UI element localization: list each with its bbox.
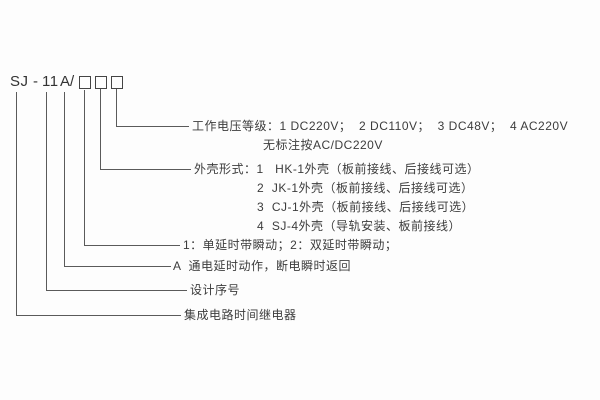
label-case-option-1: 外壳形式：1 HK-1外壳（板前接线、后接线可选）: [194, 162, 480, 176]
connector-product-line: [16, 92, 181, 316]
model-placeholder-box-1: [79, 76, 91, 89]
model-dash: -: [33, 73, 39, 90]
label-action-mode: A 通电延时动作，断电瞬时返回: [173, 259, 352, 273]
model-slash: /: [70, 73, 75, 90]
label-design-serial: 设计序号: [190, 283, 241, 297]
connector-voltage-line: [116, 89, 189, 127]
label-case-option-2: 2 JK-1外壳（板前接线、后接线可选）: [257, 181, 474, 195]
label-case-option-3: 3 CJ-1外壳（板前接线、后接线可选）: [257, 200, 475, 214]
connector-action-line: [64, 92, 171, 267]
label-delay-type: 1：单延时带瞬动；2：双延时带瞬动；: [183, 238, 398, 252]
label-product-name: 集成电路时间继电器: [184, 308, 297, 322]
label-case-option-4: 4 SJ-4外壳（导轨安装、板前接线）: [257, 219, 462, 233]
model-letter: A: [60, 73, 71, 90]
label-voltage-levels: 工作电压等级：1 DC220V； 2 DC110V； 3 DC48V； 4 AC…: [192, 119, 569, 133]
model-design-number: 11: [42, 73, 59, 90]
connector-case-line: [100, 89, 191, 170]
connector-delay-line: [84, 90, 180, 246]
label-voltage-default: 无标注按AC/DC220V: [263, 138, 383, 152]
model-placeholder-box-3: [111, 76, 123, 89]
model-placeholder-box-2: [95, 76, 107, 89]
connector-serial-line: [46, 92, 187, 291]
model-series: SJ: [10, 73, 29, 90]
